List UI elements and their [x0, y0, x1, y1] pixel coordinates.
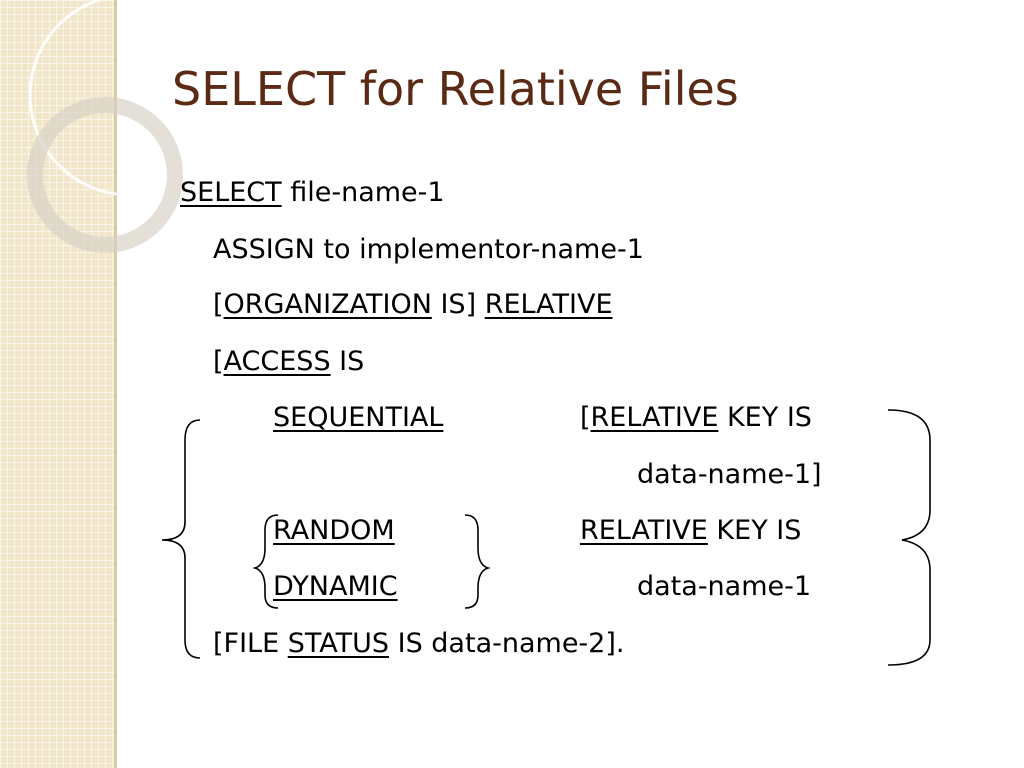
code-line-random: RANDOM: [273, 514, 395, 548]
code-line-organization: [ORGANIZATION IS] RELATIVE: [213, 288, 613, 322]
code-line-file-status: [FILE STATUS IS data-name-2].: [213, 627, 624, 661]
assign-text: ASSIGN to implementor-name-1: [213, 234, 644, 265]
access-is-text: IS: [330, 346, 365, 377]
select-keyword: SELECT: [180, 177, 282, 208]
code-line-relative-key-2: RELATIVE KEY IS: [580, 514, 801, 548]
relative-keyword: RELATIVE: [580, 515, 708, 546]
file-open-text: [FILE: [213, 628, 288, 659]
bracket-open: [: [213, 289, 224, 320]
key-is-text: KEY IS: [718, 402, 812, 433]
deco-circle-ring: [27, 97, 183, 253]
code-line-access: [ACCESS IS: [213, 345, 364, 379]
relative-keyword: RELATIVE: [484, 289, 613, 320]
code-line-sequential: SEQUENTIAL: [273, 401, 443, 435]
decorative-circles: [27, 0, 232, 253]
data-name-1-text: data-name-1: [637, 571, 812, 602]
random-keyword: RANDOM: [273, 515, 395, 546]
relative-keyword: RELATIVE: [590, 402, 719, 433]
right-outer-brace: [887, 409, 931, 666]
inner-right-brace: [464, 514, 491, 609]
code-line-dynamic: DYNAMIC: [273, 570, 398, 604]
code-line-relative-key: [RELATIVE KEY IS: [580, 401, 812, 435]
deco-circle-large: [28, 0, 232, 197]
slide-title: SELECT for Relative Files: [172, 62, 739, 116]
sequential-keyword: SEQUENTIAL: [273, 402, 444, 433]
bracket-open: [: [580, 402, 591, 433]
file-name-text: file-name-1: [281, 177, 445, 208]
key-is-text: KEY IS: [707, 515, 802, 546]
data-name-1-close-text: data-name-1]: [637, 459, 822, 490]
code-line-data-name-1: data-name-1: [637, 570, 811, 604]
bracket-open: [: [213, 346, 224, 377]
access-keyword: ACCESS: [223, 346, 331, 377]
left-outer-brace: [161, 419, 201, 659]
sidebar-edge: [114, 0, 117, 768]
dynamic-keyword: DYNAMIC: [273, 571, 398, 602]
status-keyword: STATUS: [287, 628, 390, 659]
code-line-assign: ASSIGN to implementor-name-1: [213, 233, 644, 267]
code-line-data-name-1-close: data-name-1]: [637, 458, 822, 492]
status-rest-text: IS data-name-2].: [389, 628, 625, 659]
is-close-text: IS]: [431, 289, 485, 320]
code-line-select: SELECT file-name-1: [180, 176, 445, 210]
organization-keyword: ORGANIZATION: [223, 289, 432, 320]
